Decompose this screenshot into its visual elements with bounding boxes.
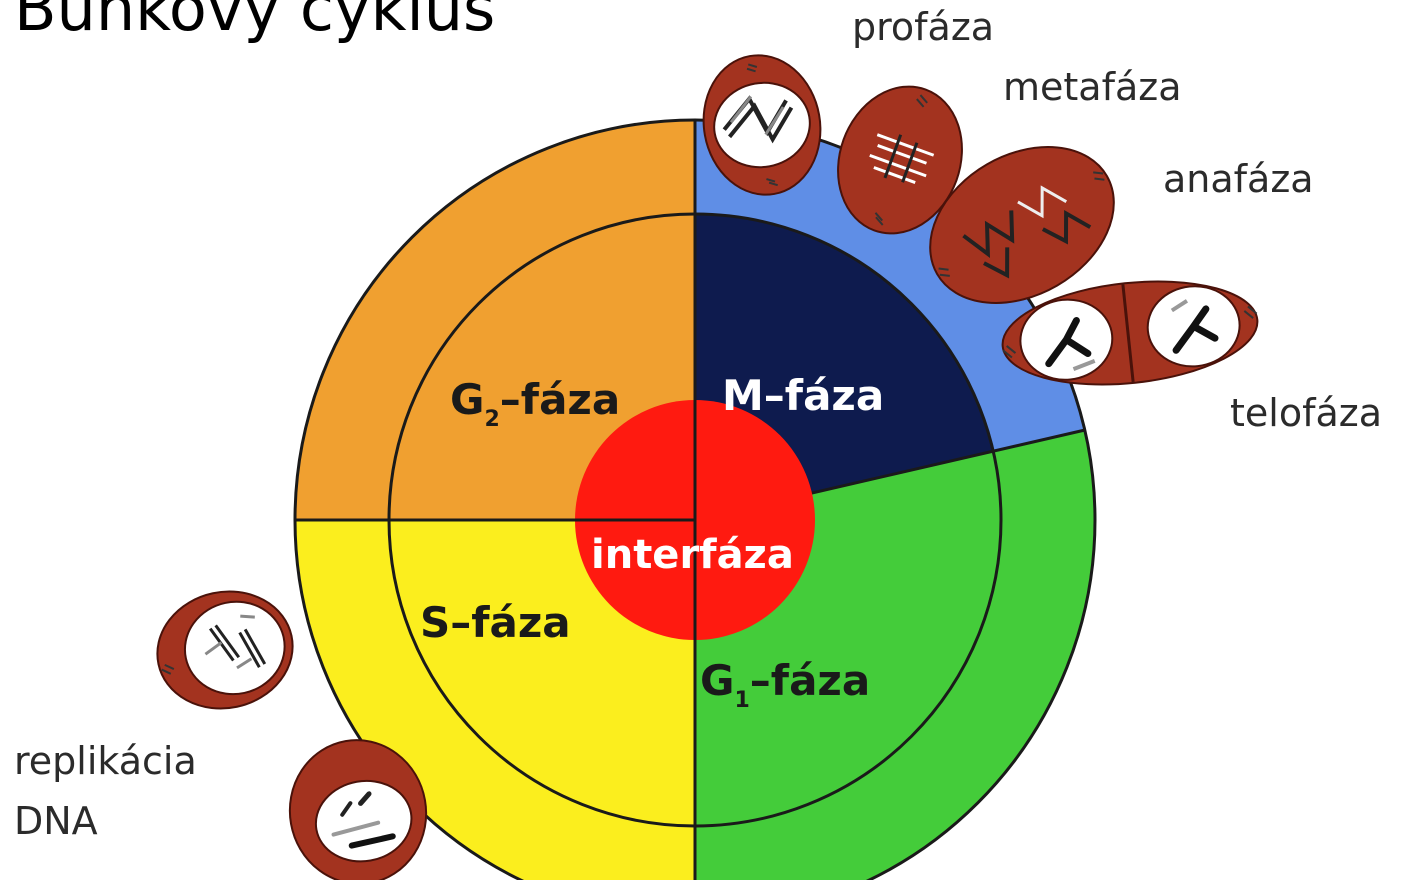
- label-replikacia: replikácia: [14, 739, 197, 783]
- label-telofaza: telofáza: [1230, 391, 1382, 435]
- telophase-cells: [1001, 280, 1259, 386]
- prophase-cell: [702, 54, 822, 196]
- interphase-label: interfáza: [591, 532, 794, 578]
- label-anafaza: anafáza: [1163, 157, 1314, 201]
- label-metafaza: metafáza: [1003, 65, 1182, 109]
- g1-label: G1–fáza: [700, 656, 870, 713]
- s-phase-cell: [156, 590, 294, 710]
- slide-title: Bunkový cyklus: [14, 0, 496, 45]
- metaphase-cell: [837, 85, 963, 235]
- g2-label: G2–fáza: [450, 375, 620, 432]
- g1-cell: [288, 739, 428, 880]
- label-dna: DNA: [14, 799, 98, 843]
- anaphase-cell: [929, 146, 1115, 304]
- label-profaza: profáza: [852, 5, 995, 49]
- m-label: M–fáza: [722, 371, 884, 420]
- s-label: S–fáza: [420, 598, 571, 647]
